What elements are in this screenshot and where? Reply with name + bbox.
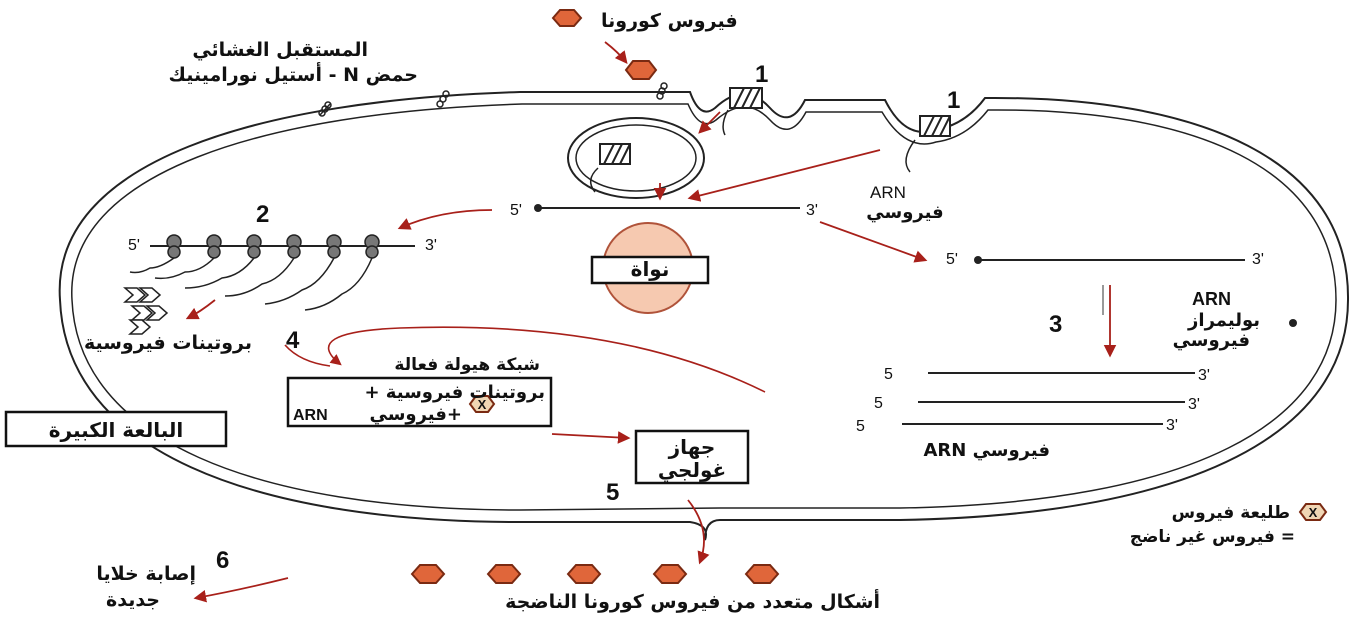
label-virus-corona: فيروس كورونا <box>601 10 738 32</box>
step-6: 6 <box>216 547 229 574</box>
arrow-to-new-cells <box>193 577 289 603</box>
new-strand-1-3: 3' <box>1198 367 1210 384</box>
corona-virus-top <box>551 9 583 27</box>
arrow-box-to-golgi <box>551 431 631 444</box>
golgi-box <box>634 429 750 485</box>
arrow-endocytosis-to-vesicle <box>698 111 721 134</box>
rna-3-label: 3' <box>806 202 818 219</box>
arrow-virus-to-receptor <box>604 41 628 64</box>
ribosomes <box>166 234 380 259</box>
virion-endocytosis-2 <box>905 115 951 173</box>
label-arn-entry: ARN <box>870 183 906 202</box>
label-active-er: شبكة هيولة فعالة <box>394 355 540 375</box>
new-strand-2-5: 5 <box>874 395 883 412</box>
mature-virus-3 <box>566 564 602 584</box>
endosome-vesicle <box>567 117 705 199</box>
label-polymerase-arn: ARN <box>1192 289 1231 309</box>
assembly-box <box>286 376 553 428</box>
arrow-rna-to-translation <box>397 209 493 230</box>
mature-viruses <box>410 564 780 584</box>
rna-5-end-dot <box>534 204 542 212</box>
new-strand-3-3: 3' <box>1166 417 1178 434</box>
replication-rna-5-dot <box>974 256 982 264</box>
arrow-fusion-to-rna <box>687 149 881 202</box>
mature-virus-5 <box>744 564 780 584</box>
arrow-polypeptide-to-proteins <box>185 299 216 320</box>
mature-virus-4 <box>652 564 688 584</box>
label-acid-n: حمض N - أستيل نورامينيك <box>169 62 419 86</box>
step-1a: 1 <box>755 61 768 88</box>
label-polymerase: بوليمراز <box>1187 310 1260 331</box>
translation-3-label: 3' <box>425 237 437 254</box>
label-box-line1: بروتينات فيروسية + <box>364 382 545 403</box>
legend-x: X <box>1309 505 1318 520</box>
legend-immature-virus-icon <box>1298 503 1328 521</box>
step-3: 3 <box>1049 311 1062 338</box>
arrow-exocytosis <box>687 499 710 565</box>
macrophage-box <box>4 410 228 448</box>
label-new-cells-1: إصابة خلايا <box>96 563 196 585</box>
replication-3-label: 3' <box>1252 251 1264 268</box>
step-5: 5 <box>606 479 619 506</box>
new-strand-2-3: 3' <box>1188 396 1200 413</box>
new-strand-3-5: 5 <box>856 418 865 435</box>
membrane-receptor-1 <box>318 101 332 117</box>
label-viral-proteins: بروتينات فيروسية <box>84 332 252 354</box>
translation-5-label: 5' <box>128 237 140 254</box>
polymerase-dot <box>1289 319 1297 327</box>
mature-virus-1 <box>410 564 446 584</box>
corona-virus-binding <box>624 60 658 80</box>
viral-protein-chevrons <box>123 287 169 335</box>
arrow-rna-to-replication <box>819 221 928 263</box>
label-arn-viral-bottom: فيروسي ARN <box>923 440 1050 461</box>
rna-5-label: 5' <box>510 202 522 219</box>
label-box-line2: +فيروسي <box>369 404 462 425</box>
mature-virus-2 <box>486 564 522 584</box>
label-viral-entry: فيروسي <box>866 202 943 223</box>
step-1b: 1 <box>947 87 960 114</box>
immature-virus-x: X <box>478 397 487 412</box>
label-golgi-1: جهاز <box>668 435 716 459</box>
label-mature-forms: أشكال متعدد من فيروس كورونا الناضجة <box>505 589 880 613</box>
membrane-receptor-2 <box>436 90 450 108</box>
immature-virus-icon <box>468 395 496 413</box>
step-4: 4 <box>286 327 300 354</box>
label-box-arn: ARN <box>293 407 328 424</box>
nucleus-label-box <box>590 255 710 285</box>
step-2: 2 <box>256 201 269 228</box>
arrow-loop-er <box>327 326 766 393</box>
cell-membrane-inner <box>71 103 1337 511</box>
legend-line2: = فيروس غير ناضج <box>1130 527 1295 547</box>
legend-line1: طليعة فيروس <box>1172 503 1290 523</box>
nascent-polypeptides <box>129 257 373 311</box>
replication-5-label: 5' <box>946 251 958 268</box>
label-polymerase-viral: فيروسي <box>1173 330 1250 351</box>
cell-membrane-outer <box>58 91 1350 541</box>
virion-endocytosis-1 <box>722 87 763 136</box>
arrow-proteins-to-er <box>284 344 331 367</box>
label-golgi-2: غولجي <box>658 458 726 483</box>
membrane-receptor-3 <box>656 82 668 100</box>
label-membrane-receptor: المستقبل الغشائي <box>192 39 368 61</box>
label-macrophage: البالعة الكبيرة <box>49 418 184 442</box>
label-nucleus: نواة <box>631 257 670 281</box>
label-new-cells-2: جديدة <box>106 589 160 611</box>
new-strand-1-5: 5 <box>884 366 893 383</box>
